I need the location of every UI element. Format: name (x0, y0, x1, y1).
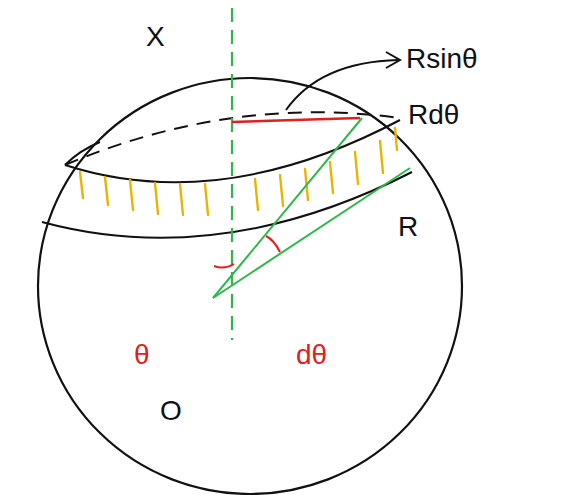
dtheta-arc (266, 236, 280, 252)
radius-line (213, 118, 362, 298)
band-lower-edge (42, 172, 412, 238)
arrow-head (386, 52, 400, 68)
length-label: Rdθ (408, 100, 459, 131)
axis-line (231, 8, 233, 340)
axis-label: X (146, 22, 165, 53)
radius-label: R (398, 212, 418, 243)
leader-arrow (286, 60, 398, 110)
sphere-outline (38, 78, 462, 494)
theta-arc (214, 264, 234, 268)
angle-label: dθ (296, 340, 327, 371)
radius-line (213, 168, 410, 298)
angle-label: θ (134, 340, 150, 371)
ring-back-edge-start (65, 142, 100, 165)
band-hatching (80, 128, 397, 215)
ring-radius-line (232, 118, 360, 122)
length-label: Rsinθ (406, 44, 478, 75)
point-label: O (160, 396, 182, 427)
